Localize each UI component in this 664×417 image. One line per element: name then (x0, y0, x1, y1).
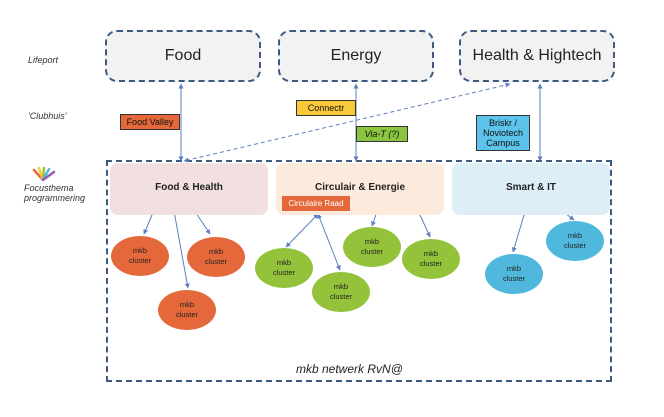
theme-food-health: Food & Health (110, 163, 268, 215)
cluster-energy-2: mkb cluster (312, 272, 370, 312)
connector-energy-cluster-2 (317, 213, 341, 271)
cluster-smart-2: mkb cluster (546, 221, 604, 261)
connector-energy-cluster-1 (285, 213, 319, 248)
clubhuis-via-t: Via-T (?) (356, 126, 408, 142)
lifeport-health-hightech: Health & Hightech (459, 30, 615, 82)
cluster-energy-1: mkb cluster (255, 248, 313, 288)
clubhuis-briskr: Briskr / Noviotech Campus (476, 115, 530, 151)
circulaire-raad-badge: Circulaire Raad (282, 196, 350, 211)
network-label: mkb netwerk RvN@ (296, 362, 403, 376)
row-label-focusthema: Focusthema programmering (24, 183, 86, 203)
lifeport-energy: Energy (278, 30, 434, 82)
lifeport-food: Food (105, 30, 261, 82)
cluster-energy-3: mkb cluster (343, 227, 401, 267)
cluster-smart-1: mkb cluster (485, 254, 543, 294)
cluster-food-3: mkb cluster (158, 290, 216, 330)
clubhuis-food-valley: Food Valley (120, 114, 180, 130)
row-label-clubhuis: 'Clubhuis' (28, 111, 67, 121)
cluster-food-1: mkb cluster (111, 236, 169, 276)
focusthema-logo-icon (30, 166, 56, 182)
theme-smart-it: Smart & IT (452, 163, 610, 215)
connector-health-food-dashed (183, 82, 511, 163)
cluster-energy-4: mkb cluster (402, 239, 460, 279)
row-label-lifeport: Lifeport (28, 55, 59, 65)
cluster-food-2: mkb cluster (187, 237, 245, 277)
clubhuis-connectr: Connectr (296, 100, 356, 116)
